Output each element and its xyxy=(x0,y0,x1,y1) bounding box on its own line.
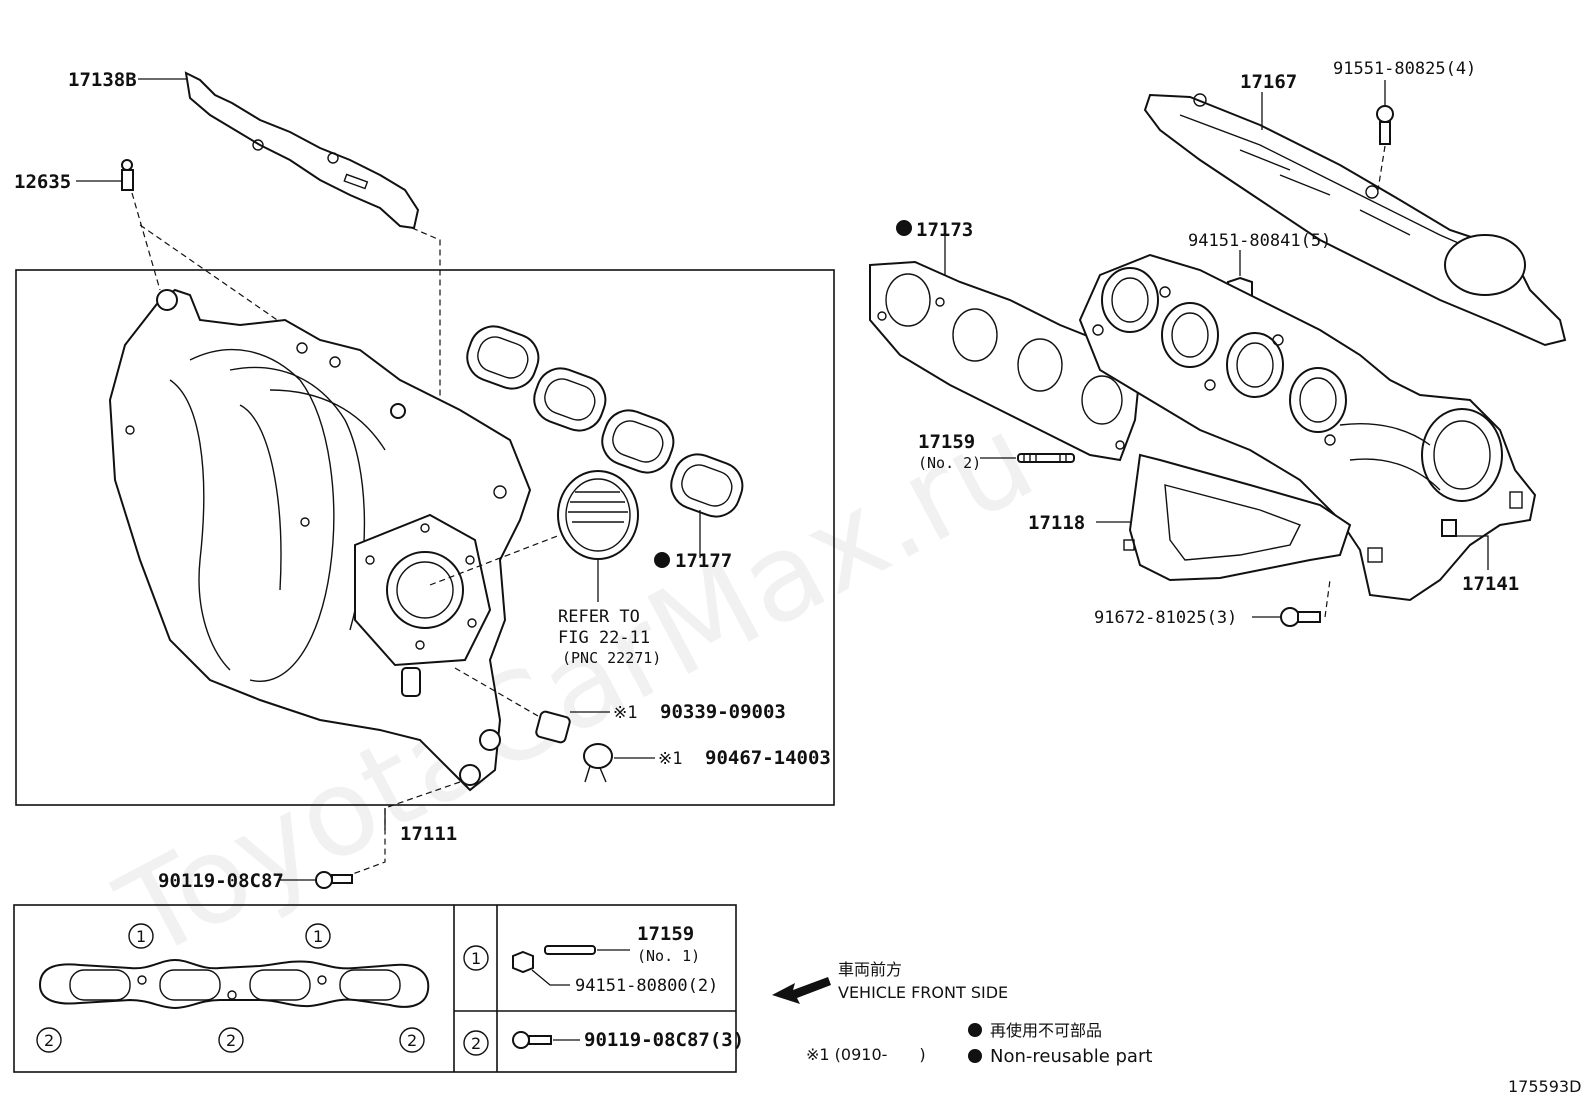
throttle-gasket[interactable] xyxy=(557,470,639,560)
mark-90467: ※1 xyxy=(658,749,682,769)
legend-label-no1: (No. 1) xyxy=(637,947,700,965)
label-17167: 17167 xyxy=(1240,71,1297,93)
label-90339: 90339-09003 xyxy=(660,701,786,723)
legend-row-2-marker: 2 xyxy=(471,1034,481,1053)
nonreusable-label-jp: 再使用不可部品 xyxy=(990,1021,1102,1040)
insulator-17138B[interactable] xyxy=(184,71,420,230)
exhaust-manifold-17141[interactable] xyxy=(1078,253,1537,602)
manifold-stay-17118[interactable] xyxy=(1123,453,1352,582)
label-17173: 17173 xyxy=(916,219,973,241)
legend-label-17159: 17159 xyxy=(637,923,694,945)
vehicle-front-arrow-icon xyxy=(772,977,831,1004)
nonreusable-dot-17173 xyxy=(896,220,912,236)
legend-stud-17159-no1 xyxy=(544,945,596,955)
legend-bolt-90119 xyxy=(512,1031,552,1049)
label-12635: 12635 xyxy=(14,171,71,193)
bolt-91672-81025[interactable] xyxy=(1280,607,1321,627)
stud-12635[interactable] xyxy=(121,159,134,191)
legend-circle-1a: 1 xyxy=(136,927,146,946)
legend-circle-1b: 1 xyxy=(313,927,323,946)
gasket-17177[interactable] xyxy=(461,320,750,524)
refer-line-2: FIG 22-11 xyxy=(558,628,650,648)
label-90119: 90119-08C87 xyxy=(158,870,284,892)
legend-box xyxy=(13,904,737,1073)
label-17159: 17159 xyxy=(918,431,975,453)
intake-manifold-17111[interactable] xyxy=(108,288,532,792)
heat-insulator-17167[interactable] xyxy=(1143,93,1567,347)
label-17118: 17118 xyxy=(1028,512,1085,534)
nonreusable-label-en: Non-reusable part xyxy=(990,1046,1152,1067)
stud-17159-no2[interactable] xyxy=(1017,453,1075,463)
label-17177: 17177 xyxy=(675,550,732,572)
legend-row-1-marker: 1 xyxy=(471,949,481,968)
legend-circle-2c: 2 xyxy=(407,1031,417,1050)
front-label-en: VEHICLE FRONT SIDE xyxy=(838,983,1008,1002)
gasket-17173[interactable] xyxy=(869,260,1142,462)
intake-manifold-frame xyxy=(15,269,835,806)
bolt-90119-08C87[interactable] xyxy=(315,871,353,889)
diagram-id: 175593D xyxy=(1508,1077,1581,1096)
nonreusable-legend-dot-jp xyxy=(968,1023,982,1037)
bolt-91551-80825[interactable] xyxy=(1376,105,1394,145)
label-17159-no2: (No. 2) xyxy=(918,454,981,472)
legend-label-94151: 94151-80800(2) xyxy=(575,976,718,996)
label-17111: 17111 xyxy=(400,823,457,845)
legend-nut-94151-80800 xyxy=(512,950,534,974)
clamp-90467-14003[interactable] xyxy=(583,743,613,783)
legend-circle-2b: 2 xyxy=(226,1031,236,1050)
legend-circle-2a: 2 xyxy=(44,1031,54,1050)
nonreusable-dot-17177 xyxy=(654,552,670,568)
plug-90339-09003[interactable] xyxy=(535,710,571,744)
nonreusable-legend-dot-en xyxy=(968,1049,982,1063)
refer-line-3: (PNC 22271) xyxy=(562,649,661,667)
front-label-jp: 車両前方 xyxy=(838,960,902,979)
note-mark-1: ※1 (0910- ) xyxy=(806,1045,926,1064)
mark-90339: ※1 xyxy=(613,703,637,723)
label-17141: 17141 xyxy=(1462,573,1519,595)
label-91672: 91672-81025(3) xyxy=(1094,608,1237,628)
refer-line-1: REFER TO xyxy=(558,607,640,627)
label-91551: 91551-80825(4) xyxy=(1333,59,1476,79)
label-90467: 90467-14003 xyxy=(705,747,831,769)
label-17138B: 17138B xyxy=(68,69,137,91)
label-94151: 94151-80841(5) xyxy=(1188,231,1331,251)
legend-label-90119: 90119-08C87(3) xyxy=(584,1029,744,1051)
legend-gasket xyxy=(38,958,430,1010)
